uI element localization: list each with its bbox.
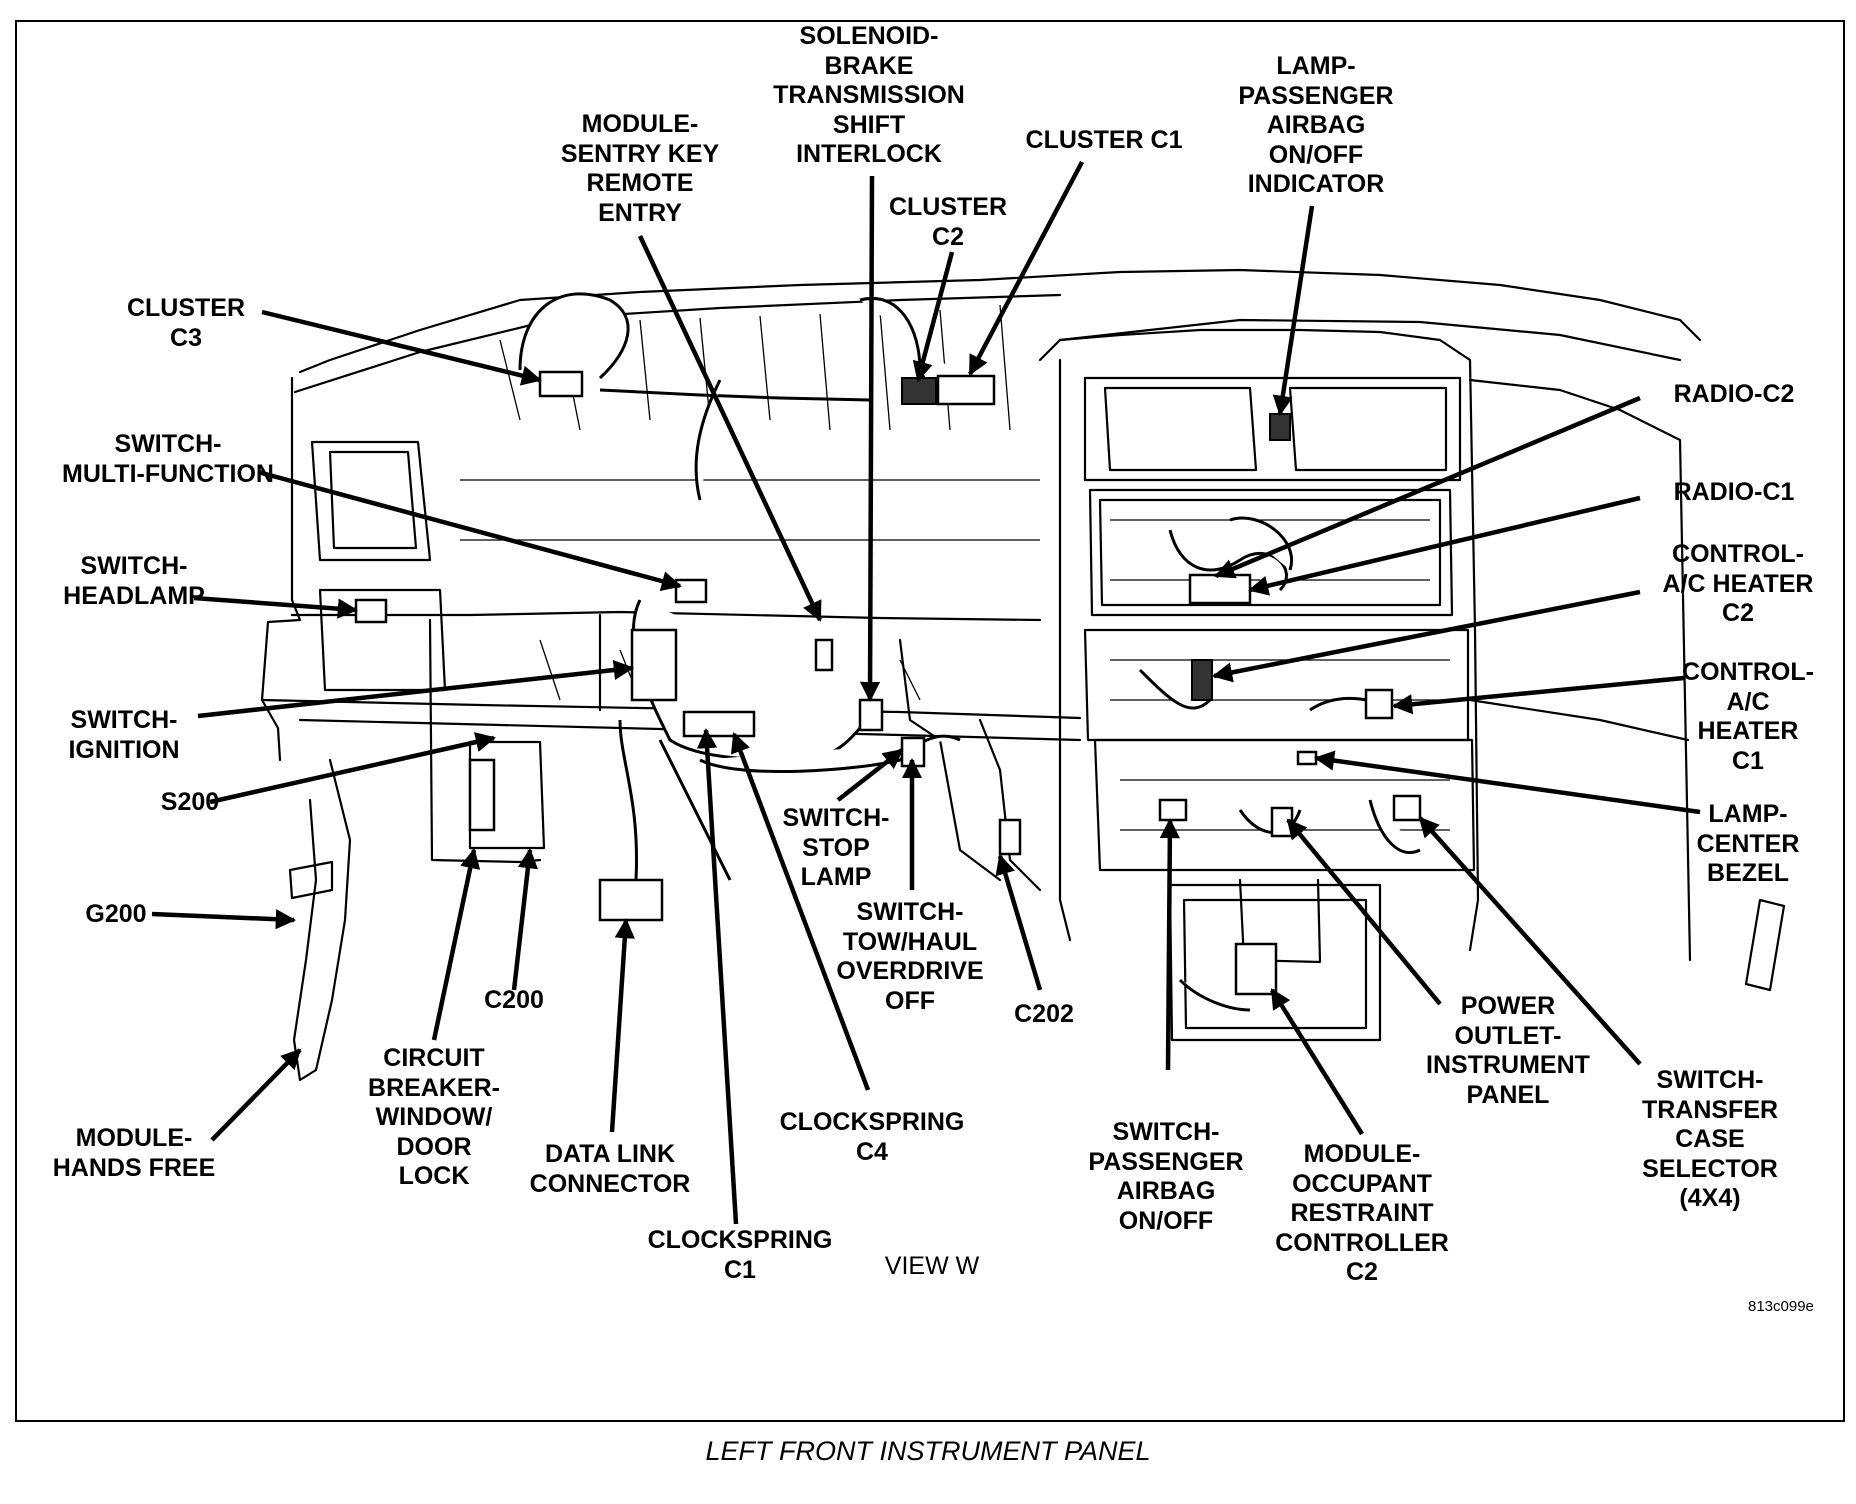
label-module-sentry-key: MODULE- SENTRY KEY REMOTE ENTRY [560, 110, 720, 227]
label-cluster-c2: CLUSTER C2 [888, 193, 1008, 251]
figure-id: 813c099e [1748, 1298, 1814, 1315]
diagram-frame [15, 20, 1845, 1422]
label-s200: S200 [160, 788, 220, 816]
label-switch-transfer-case: SWITCH- TRANSFER CASE SELECTOR (4X4) [1641, 1066, 1779, 1212]
label-solenoid-brake-shift-interlock: SOLENOID- BRAKE TRANSMISSION SHIFT INTER… [773, 22, 965, 168]
view-label: VIEW W [884, 1252, 980, 1280]
label-switch-passenger-airbag: SWITCH- PASSENGER AIRBAG ON/OFF [1088, 1118, 1244, 1235]
label-lamp-center-bezel: LAMP- CENTER BEZEL [1696, 800, 1800, 887]
label-module-hands-free: MODULE- HANDS FREE [52, 1124, 216, 1182]
label-c202: C202 [1014, 1000, 1074, 1028]
label-g200: G200 [85, 900, 147, 928]
label-radio-c1: RADIO-C1 [1673, 478, 1795, 506]
label-c200: C200 [484, 986, 544, 1014]
label-control-ac-heater-c2: CONTROL- A/C HEATER C2 [1662, 540, 1814, 627]
label-module-occupant-restraint: MODULE- OCCUPANT RESTRAINT CONTROLLER C2 [1275, 1140, 1449, 1286]
label-switch-ignition: SWITCH- IGNITION [68, 706, 180, 764]
label-switch-tow-haul: SWITCH- TOW/HAUL OVERDRIVE OFF [836, 898, 984, 1015]
label-switch-stop-lamp: SWITCH- STOP LAMP [782, 804, 890, 891]
label-cluster-c3: CLUSTER C3 [126, 294, 246, 352]
label-lamp-passenger-airbag: LAMP- PASSENGER AIRBAG ON/OFF INDICATOR [1238, 52, 1394, 198]
label-clockspring-c4: CLOCKSPRING C4 [779, 1108, 965, 1166]
label-cluster-c1: CLUSTER C1 [1025, 126, 1183, 154]
label-switch-multi-function: SWITCH- MULTI-FUNCTION [62, 430, 274, 488]
label-circuit-breaker: CIRCUIT BREAKER- WINDOW/ DOOR LOCK [368, 1044, 500, 1190]
figure-caption: LEFT FRONT INSTRUMENT PANEL [705, 1436, 1151, 1466]
panel-outline [260, 268, 1786, 1082]
label-data-link-connector: DATA LINK CONNECTOR [529, 1140, 691, 1198]
label-clockspring-c1: CLOCKSPRING C1 [647, 1226, 833, 1284]
leader-arrows [151, 160, 1701, 1225]
label-control-ac-heater-c1: CONTROL- A/C HEATER C1 [1682, 658, 1814, 775]
label-radio-c2: RADIO-C2 [1673, 380, 1795, 408]
label-power-outlet: POWER OUTLET- INSTRUMENT PANEL [1426, 992, 1590, 1109]
label-switch-headlamp: SWITCH- HEADLAMP [63, 552, 205, 610]
